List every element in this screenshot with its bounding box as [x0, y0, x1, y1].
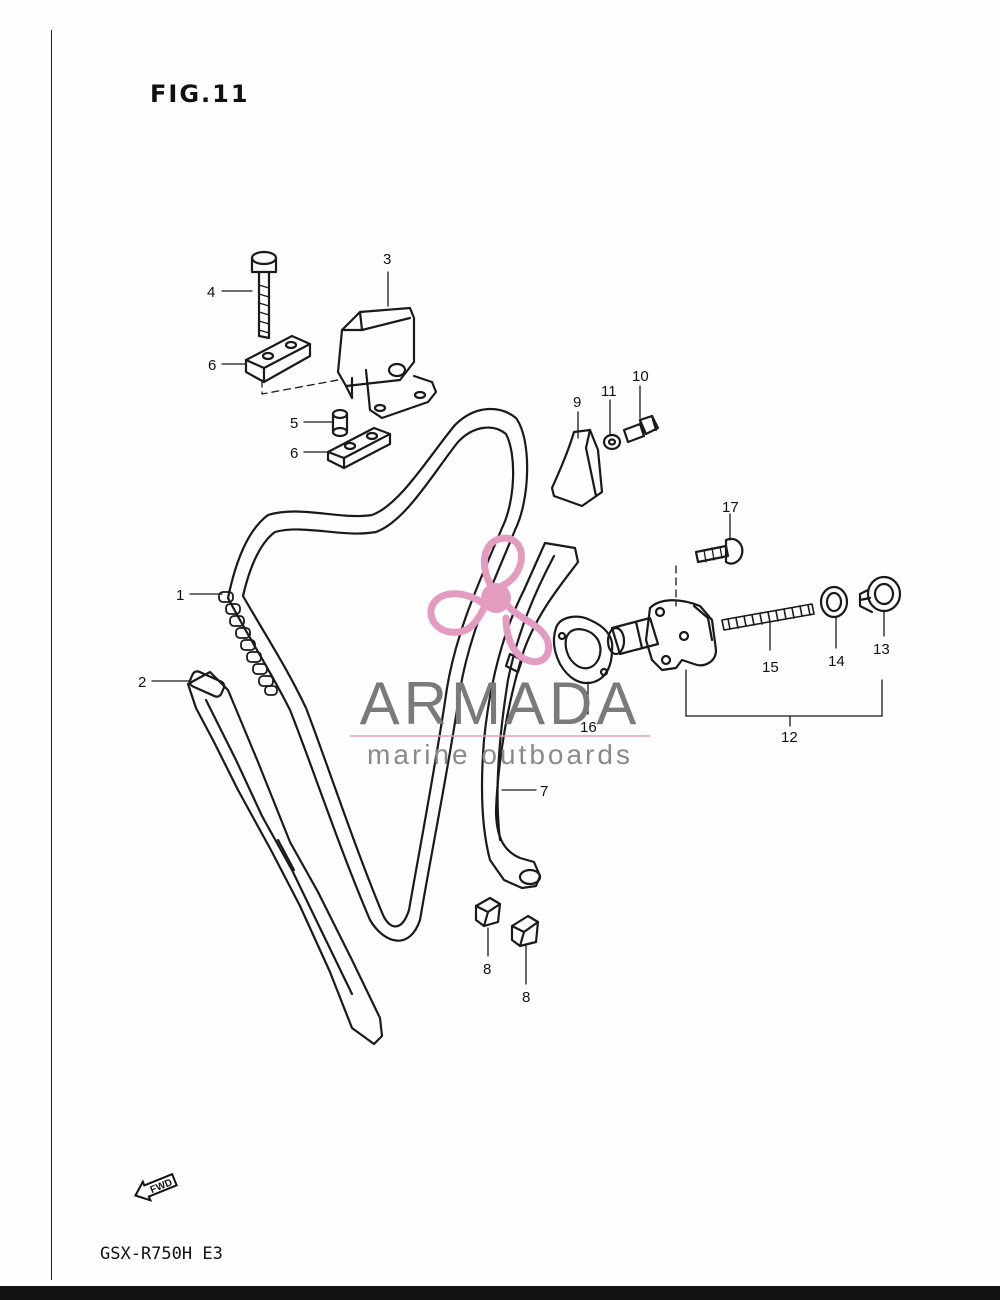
guide-cushion-a	[474, 896, 502, 928]
callout-labels: 4 3 6 5 6 1 2 7 8 8 9 11 10 17 15 14 13 …	[138, 251, 890, 1006]
callout-6-lower: 6	[290, 445, 298, 462]
callout-14: 14	[828, 653, 845, 670]
fwd-label: FWD	[149, 1177, 174, 1196]
chain-guide-front	[186, 670, 384, 1046]
callout-10: 10	[632, 368, 649, 385]
tensioner-cap	[858, 575, 902, 614]
callout-2: 2	[138, 674, 146, 691]
callout-4: 4	[207, 284, 215, 301]
cushion-plate-lower	[326, 426, 392, 470]
callout-16: 16	[580, 719, 597, 736]
watermark-tagline: marine outboards	[367, 739, 633, 770]
callout-1: 1	[176, 587, 184, 604]
bolt-10	[622, 414, 660, 444]
figure-title: FIG.11	[150, 80, 250, 108]
callout-6-upper: 6	[208, 357, 216, 374]
gasket-14	[819, 585, 849, 619]
left-margin-rule	[51, 30, 52, 1280]
tensioner-spring	[721, 603, 815, 631]
callout-8-b: 8	[522, 989, 530, 1006]
callout-12: 12	[781, 729, 798, 746]
model-code: GSX-R750H E3	[100, 1244, 223, 1264]
guide-cushion-b	[510, 914, 540, 948]
callout-9: 9	[573, 394, 581, 411]
callout-11: 11	[601, 383, 617, 400]
washer	[602, 433, 622, 451]
leader-lines	[151, 271, 885, 985]
watermark-brand: ARMADA	[360, 670, 641, 737]
cushion-plate-upper	[244, 334, 312, 384]
callout-17: 17	[722, 499, 739, 516]
bolt-4	[250, 250, 278, 340]
callout-8-a: 8	[483, 961, 491, 978]
gasket-16	[552, 615, 614, 685]
forward-arrow-icon: FWD	[134, 1172, 178, 1202]
chain-guide-no2	[550, 428, 604, 508]
callout-13: 13	[873, 641, 890, 658]
callout-7: 7	[540, 783, 548, 800]
scan-bottom-edge	[0, 1286, 1000, 1300]
callout-5: 5	[290, 415, 298, 432]
callout-15: 15	[762, 659, 779, 676]
spacer	[331, 408, 349, 438]
chain-guide-top	[336, 306, 438, 420]
callout-3: 3	[383, 251, 391, 268]
chain-guide-rear	[480, 541, 580, 890]
propeller-logo	[427, 534, 553, 666]
tensioner-assy	[606, 599, 718, 672]
bolt-17	[694, 537, 744, 565]
